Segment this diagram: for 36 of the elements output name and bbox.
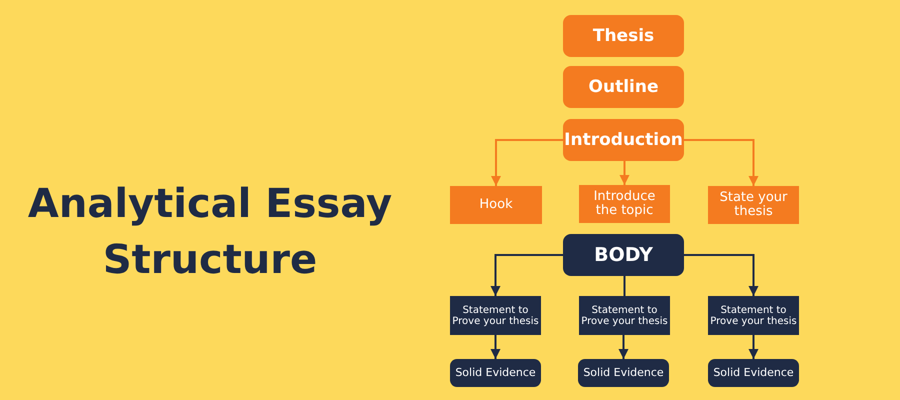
arrow bbox=[684, 139, 758, 186]
box-label: Solid Evidence bbox=[583, 366, 664, 380]
process-box bbox=[450, 296, 541, 335]
box-label: Hook bbox=[479, 198, 513, 212]
process-box bbox=[578, 359, 669, 387]
process-box bbox=[579, 185, 670, 223]
connector-line bbox=[624, 276, 626, 296]
process-box bbox=[563, 119, 684, 161]
process-box bbox=[563, 234, 684, 276]
box-label: Statement to Prove your thesis bbox=[710, 304, 797, 326]
arrow bbox=[490, 254, 563, 296]
box-label: State your thesis bbox=[718, 190, 788, 220]
box-label: Statement to Prove your thesis bbox=[581, 304, 668, 326]
box-label: Thesis bbox=[592, 26, 654, 46]
box-label: Solid Evidence bbox=[713, 366, 794, 380]
arrow bbox=[684, 254, 758, 296]
title: Analytical Essay Structure bbox=[26, 180, 394, 285]
arrow bbox=[490, 335, 500, 359]
box-label: Solid Evidence bbox=[455, 366, 536, 380]
arrow bbox=[620, 161, 630, 185]
process-box bbox=[563, 66, 684, 108]
process-box bbox=[563, 15, 684, 57]
arrow bbox=[491, 139, 563, 186]
process-box bbox=[708, 186, 799, 224]
arrow bbox=[748, 335, 758, 359]
process-box bbox=[450, 186, 542, 224]
process-box bbox=[708, 359, 799, 387]
box-label: Statement to Prove your thesis bbox=[452, 304, 539, 326]
box-label: Introduction bbox=[564, 130, 683, 150]
box-label: BODY bbox=[594, 244, 653, 266]
box-label: Outline bbox=[588, 78, 658, 96]
arrow bbox=[618, 335, 628, 359]
process-box bbox=[708, 296, 799, 335]
box-label: Introduce the topic bbox=[592, 190, 656, 218]
process-box bbox=[450, 359, 541, 387]
process-box bbox=[579, 296, 670, 335]
